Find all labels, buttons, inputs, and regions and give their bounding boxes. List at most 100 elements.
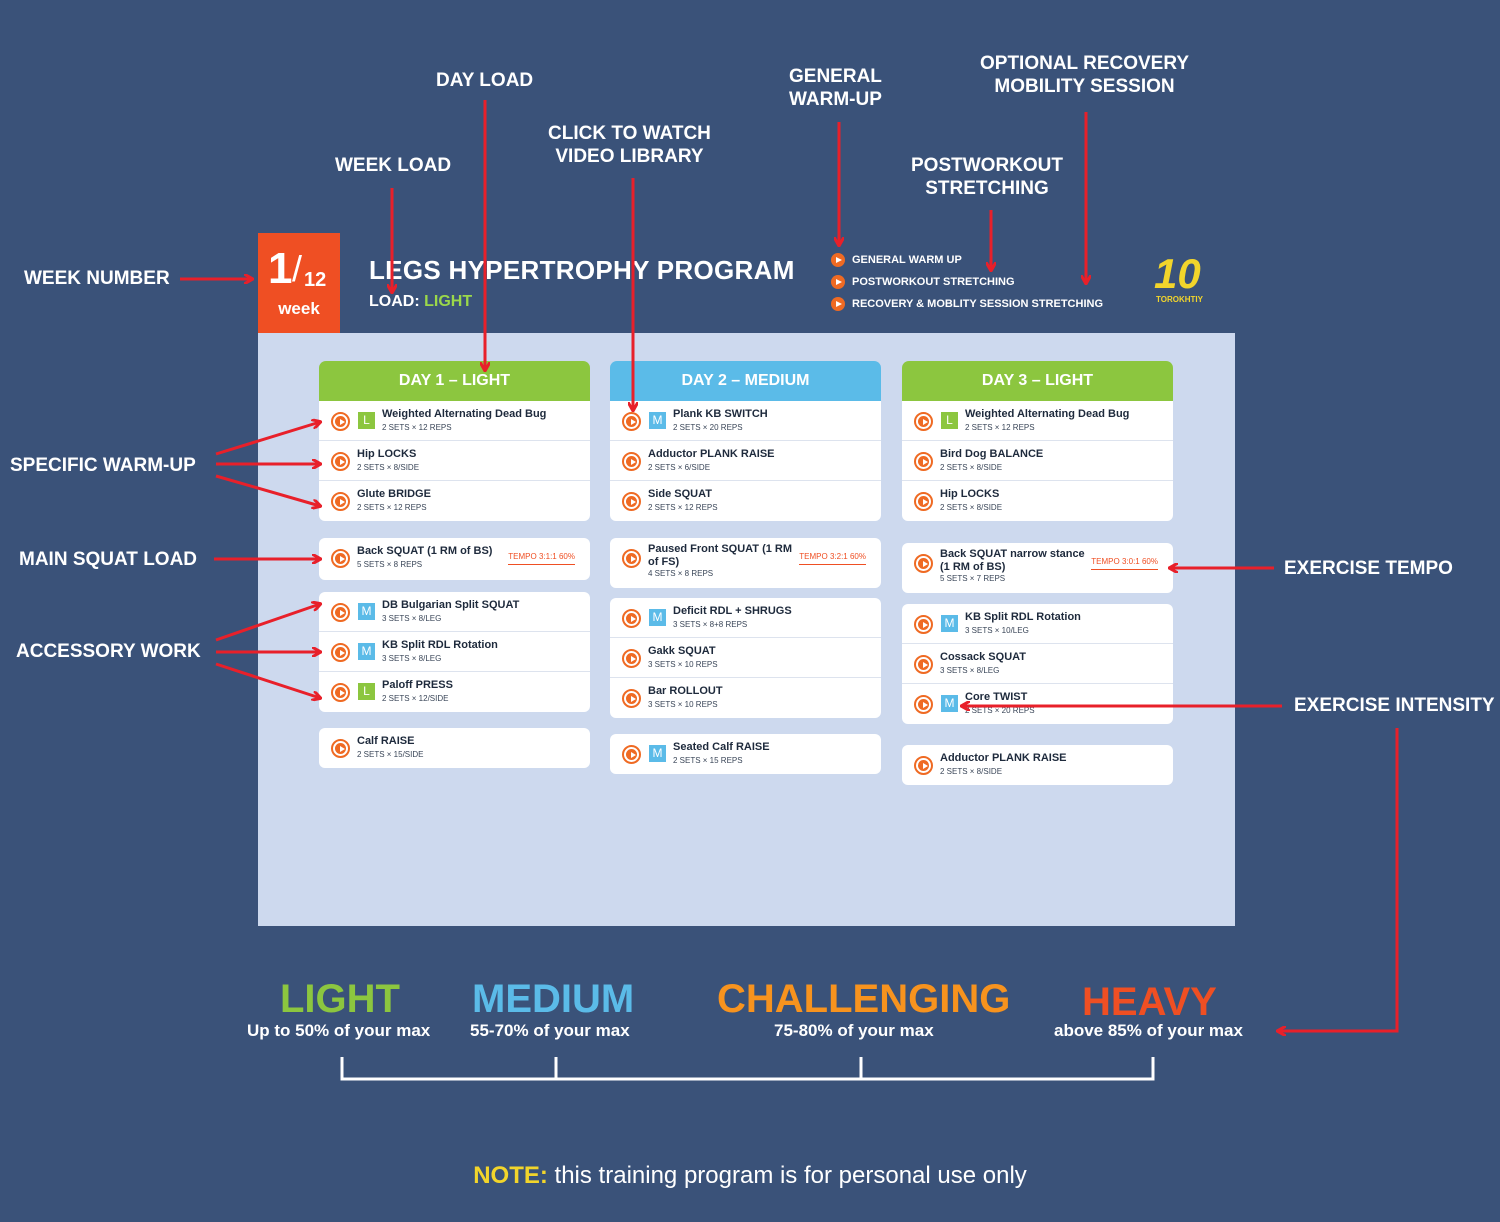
exercise-sets: 2 SETS × 6/SIDE <box>648 463 711 472</box>
callout-optional-recovery-line2: MOBILITY SESSION <box>994 76 1175 97</box>
exercise-row[interactable]: Back SQUAT narrow stance (1 RM of BS)5 S… <box>902 543 1173 593</box>
brand-logo: 10 TOROKHTIY <box>1154 251 1228 311</box>
play-video-icon[interactable] <box>622 412 641 431</box>
play-video-icon[interactable] <box>914 452 933 471</box>
exercise-sets: 5 SETS × 7 REPS <box>940 574 1006 583</box>
play-video-icon[interactable] <box>331 549 350 568</box>
play-icon <box>831 275 845 289</box>
play-video-icon[interactable] <box>914 615 933 634</box>
play-video-icon[interactable] <box>622 549 641 568</box>
play-video-icon[interactable] <box>622 745 641 764</box>
main-squat-card: Back SQUAT narrow stance (1 RM of BS)5 S… <box>902 543 1173 593</box>
level-heavy-description: above 85% of your max <box>1054 1021 1243 1040</box>
arrow-intensity-to-heavy <box>1278 728 1399 1031</box>
play-icon <box>831 297 845 311</box>
callout-exercise-intensity: EXERCISE INTENSITY <box>1294 695 1495 716</box>
callout-exercise-tempo: EXERCISE TEMPO <box>1284 558 1453 579</box>
note: NOTE: this training program is for perso… <box>0 1162 1500 1190</box>
play-video-icon[interactable] <box>331 412 350 431</box>
play-video-icon[interactable] <box>914 492 933 511</box>
play-video-icon[interactable] <box>331 683 350 702</box>
play-video-icon[interactable] <box>914 412 933 431</box>
play-video-icon[interactable] <box>331 739 350 758</box>
exercise-name: Plank KB SWITCH <box>673 408 768 420</box>
intensity-badge: M <box>649 609 666 626</box>
play-video-icon[interactable] <box>914 756 933 775</box>
callout-main-squat-load: MAIN SQUAT LOAD <box>19 549 198 570</box>
exercise-sets: 3 SETS × 10/LEG <box>965 626 1029 635</box>
play-video-icon[interactable] <box>622 492 641 511</box>
play-video-icon[interactable] <box>914 695 933 714</box>
play-video-icon[interactable] <box>914 655 933 674</box>
postworkout-stretching-link[interactable]: POSTWORKOUT STRETCHING <box>831 274 1015 290</box>
exercise-sets: 2 SETS × 20 REPS <box>965 706 1035 715</box>
general-warmup-link-label: GENERAL WARM UP <box>852 254 962 266</box>
level-medium-description: 55-70% of your max <box>470 1021 630 1040</box>
play-video-icon[interactable] <box>622 609 641 628</box>
play-video-icon[interactable] <box>622 649 641 668</box>
note-label: NOTE: <box>473 1162 548 1189</box>
play-video-icon[interactable] <box>914 554 933 573</box>
day-header: DAY 1 – LIGHT <box>319 361 590 401</box>
exercise-name: Weighted Alternating Dead Bug <box>965 408 1130 420</box>
callout-postworkout-line2: STRETCHING <box>925 178 1049 199</box>
note-text: this training program is for personal us… <box>547 1162 1027 1189</box>
play-video-icon[interactable] <box>622 689 641 708</box>
exercise-sets: 2 SETS × 8/SIDE <box>940 503 1003 512</box>
exercise-sets: 3 SETS × 8/LEG <box>382 614 442 623</box>
exercise-name: Core TWIST <box>965 691 1028 703</box>
exercise-sets: 3 SETS × 8/LEG <box>382 654 442 663</box>
day-header: DAY 3 – LIGHT <box>902 361 1173 401</box>
play-video-icon[interactable] <box>331 643 350 662</box>
callout-postworkout: POSTWORKOUT STRETCHING <box>911 154 1063 200</box>
exercise-name: Adductor PLANK RAISE <box>940 752 1067 764</box>
callout-general-warmup-line1: GENERAL <box>789 66 882 87</box>
logo-number: 10 <box>1154 250 1201 297</box>
play-video-icon[interactable] <box>331 492 350 511</box>
callout-week-load: WEEK LOAD <box>335 155 452 176</box>
exercise-name: Bar ROLLOUT <box>648 685 723 697</box>
level-challenging-description: 75-80% of your max <box>774 1021 934 1040</box>
level-challenging: CHALLENGING <box>717 977 1011 1021</box>
exercise-sets: 2 SETS × 8/SIDE <box>357 463 420 472</box>
exercise-sets: 2 SETS × 12 REPS <box>382 423 452 432</box>
play-video-icon[interactable] <box>331 452 350 471</box>
intensity-badge: M <box>358 603 375 620</box>
postworkout-stretching-link-label: POSTWORKOUT STRETCHING <box>852 276 1015 288</box>
intensity-badge: M <box>358 643 375 660</box>
callout-specific-warmup: SPECIFIC WARM-UP <box>10 455 196 476</box>
general-warmup-link[interactable]: GENERAL WARM UP <box>831 252 962 268</box>
exercise-row[interactable]: Paused Front SQUAT (1 RM of FS)4 SETS × … <box>610 538 881 588</box>
play-video-icon[interactable] <box>622 452 641 471</box>
level-medium: MEDIUM <box>472 977 635 1021</box>
play-video-icon[interactable] <box>331 603 350 622</box>
exercise-row[interactable]: Adductor PLANK RAISE 2 SETS × 8/SIDE <box>902 745 1173 785</box>
recovery-mobility-link[interactable]: RECOVERY & MOBLITY SESSION STRETCHING <box>831 296 1103 312</box>
week-label: week <box>278 299 320 318</box>
exercise-name: Cossack SQUAT <box>940 651 1026 663</box>
exercise-sets: 2 SETS × 8/SIDE <box>940 767 1003 776</box>
intensity-badge: L <box>358 683 375 700</box>
